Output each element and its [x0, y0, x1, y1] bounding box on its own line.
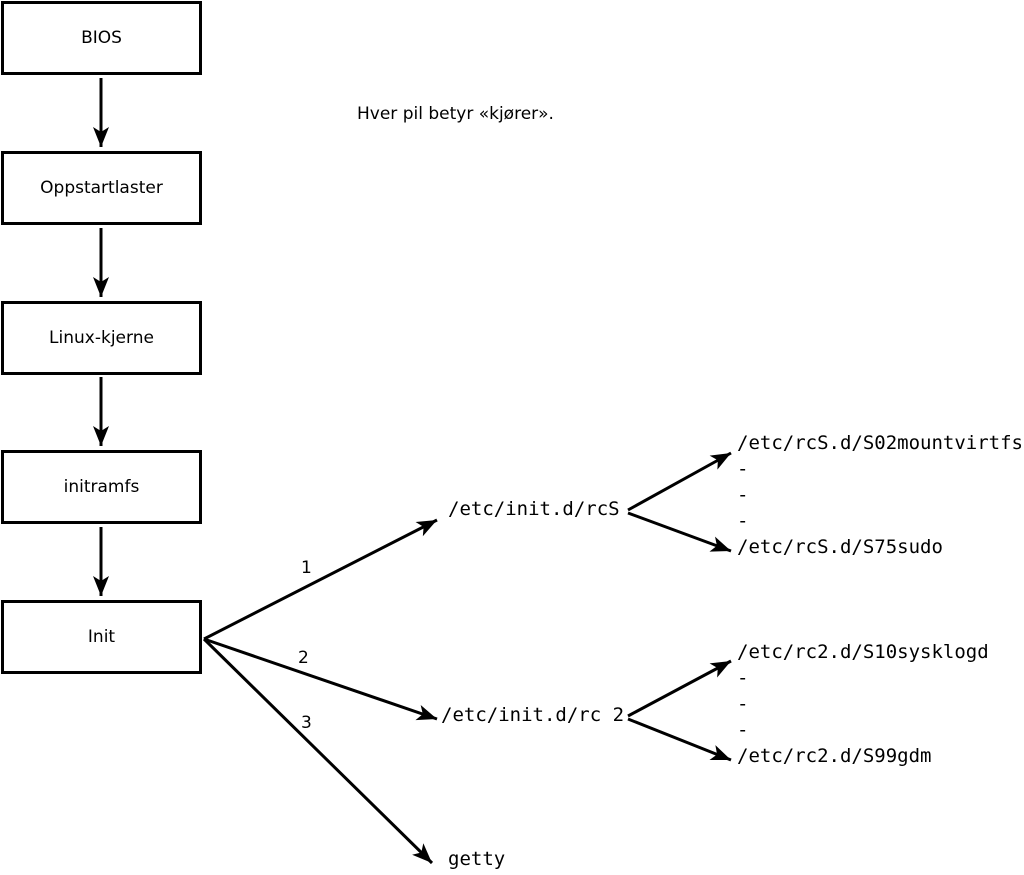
rcs-children-list: /etc/rcS.d/S02mountvirtfs - - - /etc/rcS…	[737, 430, 1023, 560]
rcs-child-ellipsis-1: -	[737, 458, 749, 480]
node-getty: getty	[448, 848, 506, 870]
box-oppstartlaster-label: Oppstartlaster	[40, 178, 163, 198]
arrow-meaning-note: Hver pil betyr «kjører».	[357, 104, 554, 124]
rcs-child-ellipsis-2: -	[737, 484, 749, 506]
rc2-child-ellipsis-3: -	[737, 719, 749, 741]
box-init-label: Init	[87, 627, 116, 647]
box-bios: BIOS	[1, 1, 202, 75]
arrow-init-to-getty	[202, 637, 434, 865]
box-init: Init	[1, 600, 202, 674]
rcs-child-s75sudo: /etc/rcS.d/S75sudo	[737, 536, 943, 558]
arrow-rc2-to-s99gdm	[627, 717, 732, 762]
box-bios-label: BIOS	[81, 28, 122, 48]
box-initramfs-label: initramfs	[63, 477, 140, 497]
rc2-child-ellipsis-2: -	[737, 693, 749, 715]
rc2-child-s99gdm: /etc/rc2.d/S99gdm	[737, 745, 932, 767]
node-etc-init-d-rcs: /etc/init.d/rcS	[448, 498, 620, 520]
arrow-rcs-to-s02mountvirtfs	[627, 451, 732, 512]
branch-number-3: 3	[301, 713, 312, 733]
box-initramfs: initramfs	[1, 450, 202, 524]
rcs-child-s02mountvirtfs: /etc/rcS.d/S02mountvirtfs	[737, 432, 1023, 454]
arrow-init-to-rcs	[203, 518, 438, 641]
arrow-init-to-rc2	[203, 637, 438, 721]
rc2-children-list: /etc/rc2.d/S10sysklogd - - - /etc/rc2.d/…	[737, 639, 989, 769]
node-etc-init-d-rc2: /etc/init.d/rc 2	[441, 704, 625, 726]
box-linux-kjerne-label: Linux-kjerne	[49, 328, 154, 348]
branch-number-1: 1	[301, 558, 312, 578]
arrow-rcs-to-s75sudo	[627, 511, 732, 553]
box-oppstartlaster: Oppstartlaster	[1, 151, 202, 225]
arrow-rc2-to-s10sysklogd	[627, 659, 732, 718]
rc2-child-s10sysklogd: /etc/rc2.d/S10sysklogd	[737, 641, 989, 663]
branch-number-2: 2	[298, 648, 309, 668]
rcs-child-ellipsis-3: -	[737, 510, 749, 532]
box-linux-kjerne: Linux-kjerne	[1, 301, 202, 375]
rc2-child-ellipsis-1: -	[737, 667, 749, 689]
